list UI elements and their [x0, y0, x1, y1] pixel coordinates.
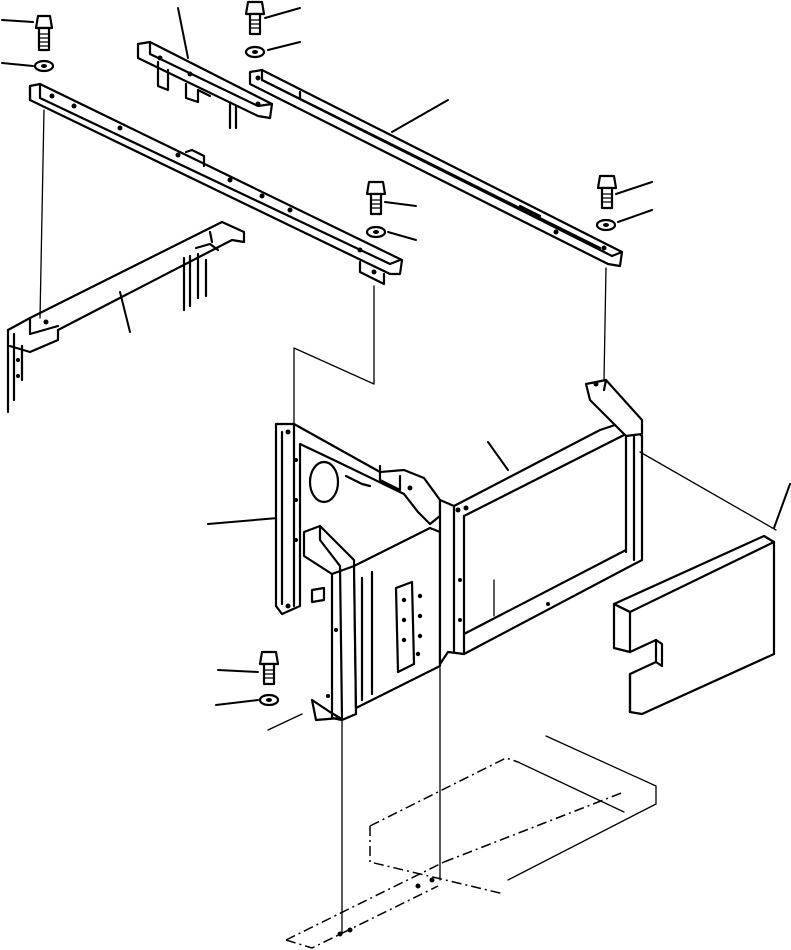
- front-post: [302, 524, 442, 722]
- lower-bracket: [6, 220, 246, 414]
- left-frame: [274, 422, 442, 616]
- cover-panel: [612, 534, 776, 716]
- bolt-right: [596, 174, 618, 210]
- right-frame: [438, 378, 644, 666]
- bolt-lower-left: [258, 650, 280, 686]
- right-rail: [248, 68, 624, 268]
- left-rail: [28, 82, 404, 286]
- bolt-top-middle: [244, 0, 266, 36]
- bolt-top-left: [34, 14, 54, 52]
- alignment-lines: [39, 109, 777, 933]
- bolt-center: [365, 180, 387, 216]
- cross-bar: [136, 40, 274, 130]
- base-frame: [285, 735, 657, 949]
